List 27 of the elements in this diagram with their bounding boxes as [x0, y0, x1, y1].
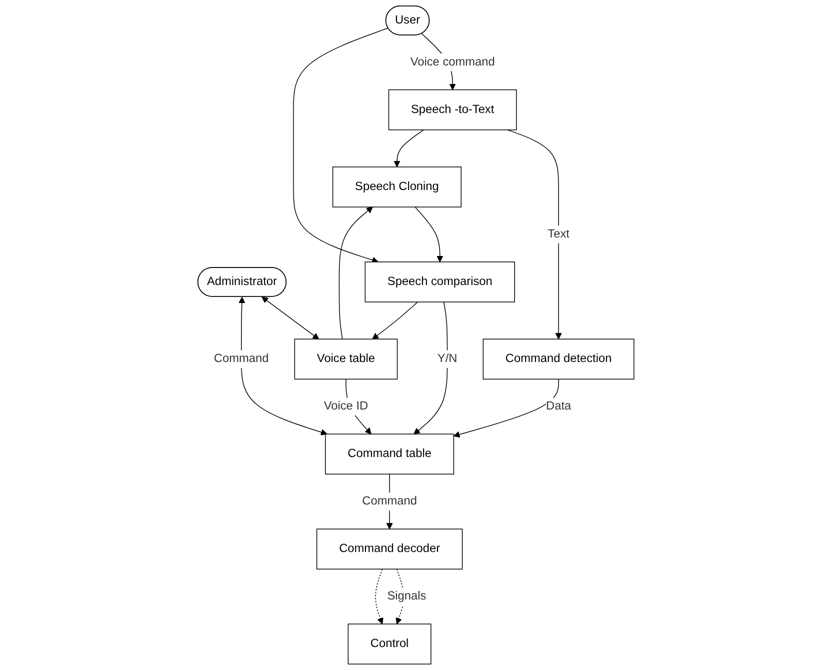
edge-label: Command — [214, 352, 269, 366]
arrow — [338, 206, 373, 340]
arrow — [372, 302, 418, 340]
edge-label: Y/N — [438, 352, 458, 366]
arrow — [375, 568, 384, 624]
edge-label: Signals — [387, 590, 426, 602]
edge-label: Command — [362, 494, 418, 508]
arrow — [394, 129, 424, 168]
arrow — [293, 28, 389, 264]
node-box: Speech -to-Text — [388, 89, 517, 130]
arrow — [262, 296, 320, 340]
edge-label: Text — [548, 228, 570, 240]
edge-label: Voice ID — [324, 400, 368, 413]
node-box: Control — [348, 624, 432, 664]
arrow — [414, 302, 448, 434]
node-box: Voice table — [294, 338, 398, 380]
edge-label: Data — [546, 400, 572, 413]
node-box: Command detection — [482, 338, 634, 380]
edge-label: Voice command — [410, 56, 495, 68]
node-box: Command decoder — [316, 528, 463, 570]
arrow — [414, 206, 444, 262]
arrow — [507, 129, 562, 340]
node-box: Command table — [325, 434, 454, 474]
node-box: Speech Cloning — [332, 166, 462, 208]
arrow — [454, 378, 560, 438]
arrow — [238, 296, 328, 436]
node-box: Speech comparison — [364, 262, 516, 302]
